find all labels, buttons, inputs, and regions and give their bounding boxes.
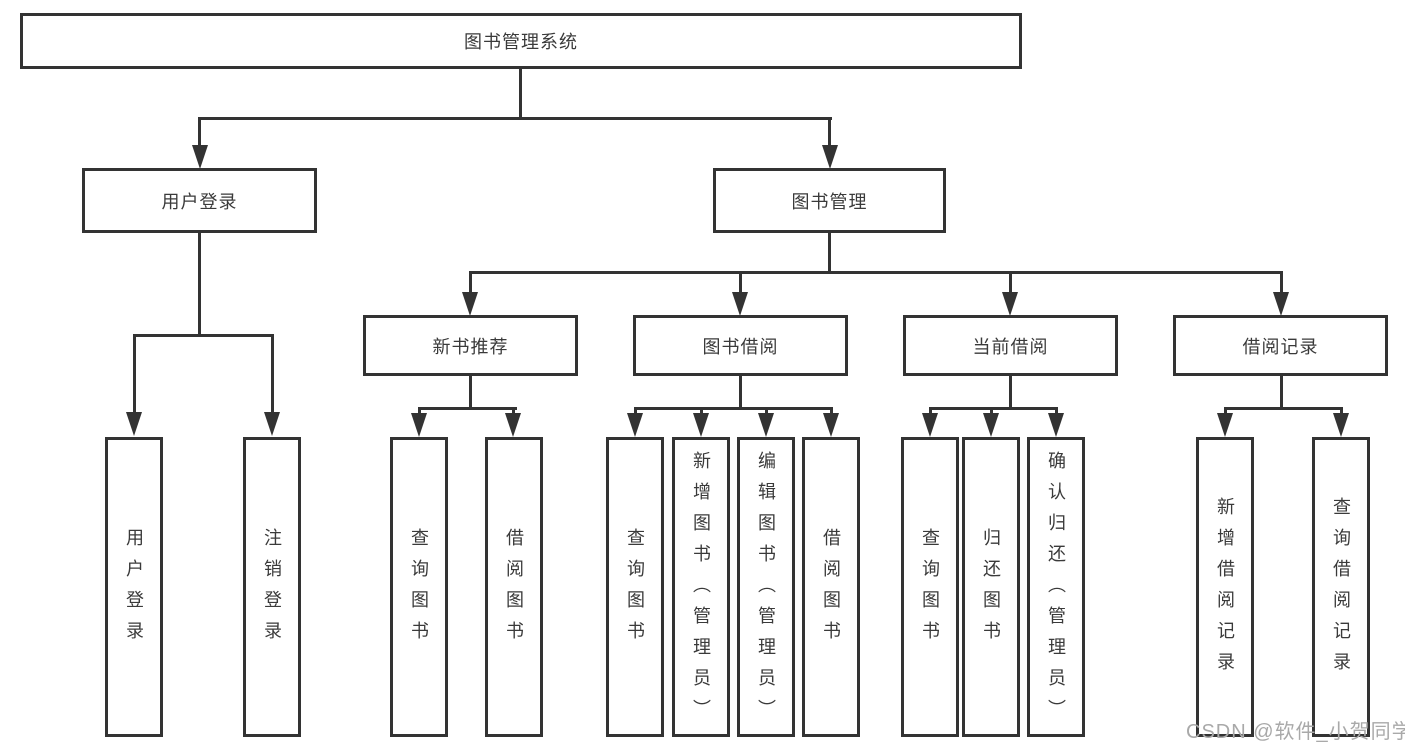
leaf-borrow-books-recommend: 借阅图书 [485,437,543,737]
edge-user-login-branch [133,334,274,337]
leaf-add-borrow-record: 新增借阅记录 [1196,437,1254,737]
arrowhead-down [693,413,709,437]
edge-drop [828,117,831,150]
arrowhead-down [627,413,643,437]
arrowhead-down [505,413,521,437]
arrowhead-down [1002,292,1018,316]
edge-root-stem [519,69,522,119]
leaf-add-books-admin: 新增图书（管理员） [672,437,730,737]
node-borrow-records-label: 借阅记录 [1242,336,1319,357]
leaf-query-borrow-record: 查询借阅记录 [1312,437,1370,737]
edge-stem [469,376,472,409]
edge-drop [271,334,274,414]
leaf-borrow-books: 借阅图书 [802,437,860,737]
arrowhead-down [264,412,280,436]
arrowhead-down [192,145,208,169]
edge-drop [1009,271,1012,296]
edge-root-branch [198,117,832,120]
edge-branch [418,407,517,410]
node-root: 图书管理系统 [20,13,1022,69]
arrowhead-down [1333,413,1349,437]
arrowhead-down [983,413,999,437]
node-new-book-recommend-label: 新书推荐 [432,336,509,357]
edge-drop [512,407,515,415]
node-root-label: 图书管理系统 [464,32,578,52]
edge-branch [634,407,833,410]
arrowhead-down [1048,413,1064,437]
node-book-borrow-label: 图书借阅 [702,336,779,357]
edge-user-login-stem [198,233,201,336]
arrowhead-down [1273,292,1289,316]
node-book-borrow: 图书借阅 [633,315,848,376]
leaf-query-books-borrow: 查询图书 [606,437,664,737]
edge-drop [765,407,768,415]
node-book-management: 图书管理 [713,168,946,233]
edge-drop [830,407,833,415]
edge-drop [469,271,472,296]
arrowhead-down [732,292,748,316]
edge-book-management-stem [828,233,831,274]
leaf-logout: 注销登录 [243,437,301,737]
arrowhead-down [758,413,774,437]
leaf-confirm-return-admin: 确认归还（管理员） [1027,437,1085,737]
edge-drop [418,407,421,415]
leaf-user-login: 用户登录 [105,437,163,737]
edge-drop [198,117,201,150]
edge-book-management-branch [469,271,1283,274]
node-current-borrow: 当前借阅 [903,315,1118,376]
node-borrow-records: 借阅记录 [1173,315,1388,376]
edge-drop [634,407,637,415]
node-current-borrow-label: 当前借阅 [972,336,1049,357]
leaf-query-books-recommend: 查询图书 [390,437,448,737]
arrowhead-down [126,412,142,436]
edge-drop [1280,271,1283,296]
arrowhead-down [823,413,839,437]
edge-branch [929,407,1058,410]
edge-drop [1224,407,1227,415]
leaf-return-books: 归还图书 [962,437,1020,737]
edge-drop [133,334,136,414]
node-new-book-recommend: 新书推荐 [363,315,578,376]
edge-stem [739,376,742,409]
arrowhead-down [462,292,478,316]
leaf-query-books-current: 查询图书 [901,437,959,737]
arrowhead-down [1217,413,1233,437]
arrowhead-down [922,413,938,437]
edge-drop [700,407,703,415]
csdn-watermark: CSDN @软件_小贺同学 [1186,721,1405,743]
arrowhead-down [411,413,427,437]
arrowhead-down [822,145,838,169]
node-user-login: 用户登录 [82,168,317,233]
edge-drop [739,271,742,296]
node-user-login-label: 用户登录 [161,191,238,212]
edge-drop [929,407,932,415]
edge-drop [990,407,993,415]
edge-drop [1340,407,1343,415]
edge-branch [1224,407,1343,410]
edge-stem [1280,376,1283,409]
leaf-edit-books-admin: 编辑图书（管理员） [737,437,795,737]
node-book-management-label: 图书管理 [791,191,868,212]
edge-drop [1055,407,1058,415]
edge-stem [1009,376,1012,409]
